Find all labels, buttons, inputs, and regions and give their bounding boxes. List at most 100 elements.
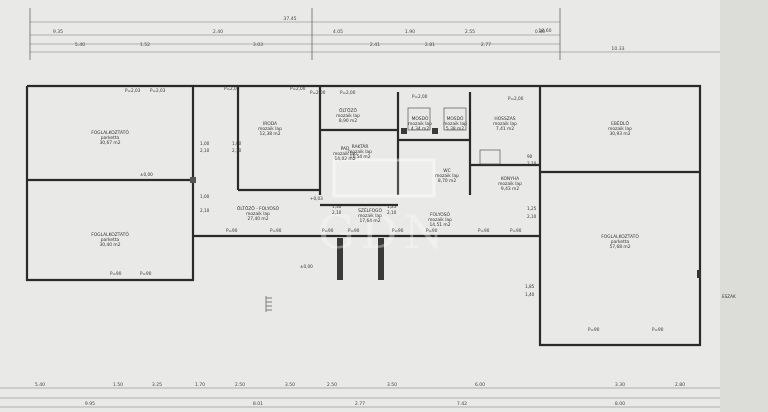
room-area: 7,41 m2 — [496, 126, 514, 132]
room-name: SZÉLFOGÓ — [358, 206, 382, 214]
room-floor-finish: mozaik lap — [336, 113, 360, 119]
room-area: 5,38 m2 — [446, 126, 464, 132]
parapet-label: P=2,03 — [150, 88, 166, 93]
room-name: FOGLALKOZTATÓ — [91, 231, 129, 238]
parapet-label: P=2,03 — [125, 88, 141, 93]
top-dimension-label: 0.80 — [535, 29, 545, 35]
room-floor-finish: mozaik lap — [608, 126, 632, 132]
room-name: RAKTÁR — [352, 143, 369, 150]
room-floor-finish: parketta — [101, 237, 120, 243]
room-floor-finish: mozaik lap — [428, 217, 452, 223]
room-name: FOGLALKOZTATÓ — [601, 233, 639, 240]
room-floor-finish: mozaik lap — [443, 121, 467, 127]
top-dimension-label: 4.05 — [333, 29, 343, 35]
room-floor-finish: mozaik lap — [348, 149, 372, 155]
room-name: KONYHA — [501, 176, 519, 182]
parapet-label: P=90 — [478, 228, 490, 233]
parapet-label: P=2,00 — [508, 96, 524, 101]
opening-size-label: 2,10 — [527, 161, 537, 166]
room-name: EBÉDLŐ — [611, 119, 629, 127]
top-dimension-label: 1.52 — [140, 42, 150, 48]
north-note: ESZAK — [722, 294, 736, 299]
room-area: 14,51 m2 — [429, 222, 450, 228]
parapet-label: P=90 — [426, 228, 438, 233]
room-area: 12,38 m2 — [259, 131, 280, 137]
parapet-label: P=90 — [588, 327, 600, 332]
elevation-labels: ±0,00+0,03±0,00 — [140, 172, 323, 269]
top-dimension-label: 2.77 — [481, 42, 491, 48]
elevation-label: ±0,00 — [140, 172, 153, 177]
parapet-label: P=90 — [110, 271, 122, 276]
top-dimension-label: 3.03 — [253, 42, 263, 48]
room-area: 17,64 m2 — [359, 218, 380, 224]
opening-size-label: 1,30 — [332, 204, 342, 209]
room-area: 30,67 m2 — [99, 140, 120, 146]
room-name: WC — [443, 168, 450, 174]
bottom-dimension-label: 2.77 — [355, 401, 365, 407]
top-dimension-label: 9.35 — [53, 29, 63, 35]
parapet-label: P=90 — [510, 228, 522, 233]
watermark: GDN — [318, 158, 444, 259]
room-name: FOGLALKOZTATÓ — [91, 129, 129, 136]
opening-size-label: 2,10 — [200, 208, 210, 213]
bottom-dimension-label: 3.25 — [152, 382, 162, 388]
bottom-dimension-label: 1.70 — [195, 382, 205, 388]
room-floor-finish: mozaik lap — [498, 181, 522, 187]
bottom-dimension-label: 3.30 — [615, 382, 625, 388]
bottom-dimension-label: 1.50 — [113, 382, 123, 388]
opening-size-label: 1,25 — [527, 206, 537, 211]
opening-size-label: 90 — [527, 154, 533, 159]
opening-size-label: 2,10 — [387, 210, 397, 215]
top-dimension-label: 2.41 — [370, 42, 380, 48]
top-dimension-label: 2.40 — [213, 29, 223, 35]
room-area: 30,93 m2 — [609, 131, 630, 137]
room-area: 4,34 m2 — [411, 126, 429, 132]
opening-size-label: 1,85 — [525, 284, 535, 289]
room-name: ÖLTÖZŐ — [339, 107, 357, 114]
room-area: 14,02 m2 — [334, 156, 355, 162]
parapet-label: P=2,00 — [310, 90, 326, 95]
parapet-label: P=90 — [652, 327, 664, 332]
room-area: 11,54 m2 — [349, 154, 370, 160]
parapet-label: P=90 — [140, 271, 152, 276]
bottom-dimension-label: 8.01 — [253, 401, 263, 407]
top-dimension-label: 37.45 — [283, 16, 296, 22]
bottom-dimension-label: 6.00 — [475, 382, 485, 388]
top-dimension-label: 5.40 — [75, 42, 85, 48]
top-dimension-label: 1.90 — [405, 29, 415, 35]
parapet-label: P=90 — [270, 228, 282, 233]
parapet-label: P=2,00 — [412, 94, 428, 99]
room-floor-finish: mozaik lap — [258, 126, 282, 132]
room-name: HOSSZAS — [494, 116, 515, 122]
opening-size-label: 1,25 — [387, 204, 397, 209]
room-floor-finish: parketta — [101, 135, 120, 141]
top-dimension-label: 10.33 — [611, 46, 624, 52]
bottom-dimension-label: 2.80 — [675, 382, 685, 388]
parapet-label: P=90 — [392, 228, 404, 233]
parapet-label: P=2,00 — [290, 86, 306, 91]
bottom-dimension-label: 9.95 — [85, 401, 95, 407]
room-floor-finish: mozaik lap — [333, 151, 357, 157]
bottom-dimension-label: 3.50 — [285, 382, 295, 388]
parapet-label: P=90 — [322, 228, 334, 233]
opening-size-label: 1,00 — [200, 194, 210, 199]
room-area: 30,40 m2 — [99, 242, 120, 248]
room-name: MOSDÓ — [447, 115, 464, 122]
room-area: 9,43 m2 — [501, 186, 519, 192]
room-floor-finish: mozaik lap — [358, 213, 382, 219]
parapet-label: P=2,00 — [224, 86, 240, 91]
room-name: IRODA — [263, 121, 277, 127]
room-area: 8,70 m2 — [438, 178, 456, 184]
bottom-dimension-label: 7.42 — [457, 401, 467, 407]
bottom-dimension-label: 2.50 — [235, 382, 245, 388]
opening-size-label: 2,10 — [332, 210, 342, 215]
opening-size-label: 2,10 — [200, 148, 210, 153]
top-dimension-label: 2.55 — [465, 29, 475, 35]
room-name: MOSDÓ — [412, 115, 429, 122]
opening-size-label: 2,10 — [232, 148, 242, 153]
building-walls — [25, 84, 702, 347]
